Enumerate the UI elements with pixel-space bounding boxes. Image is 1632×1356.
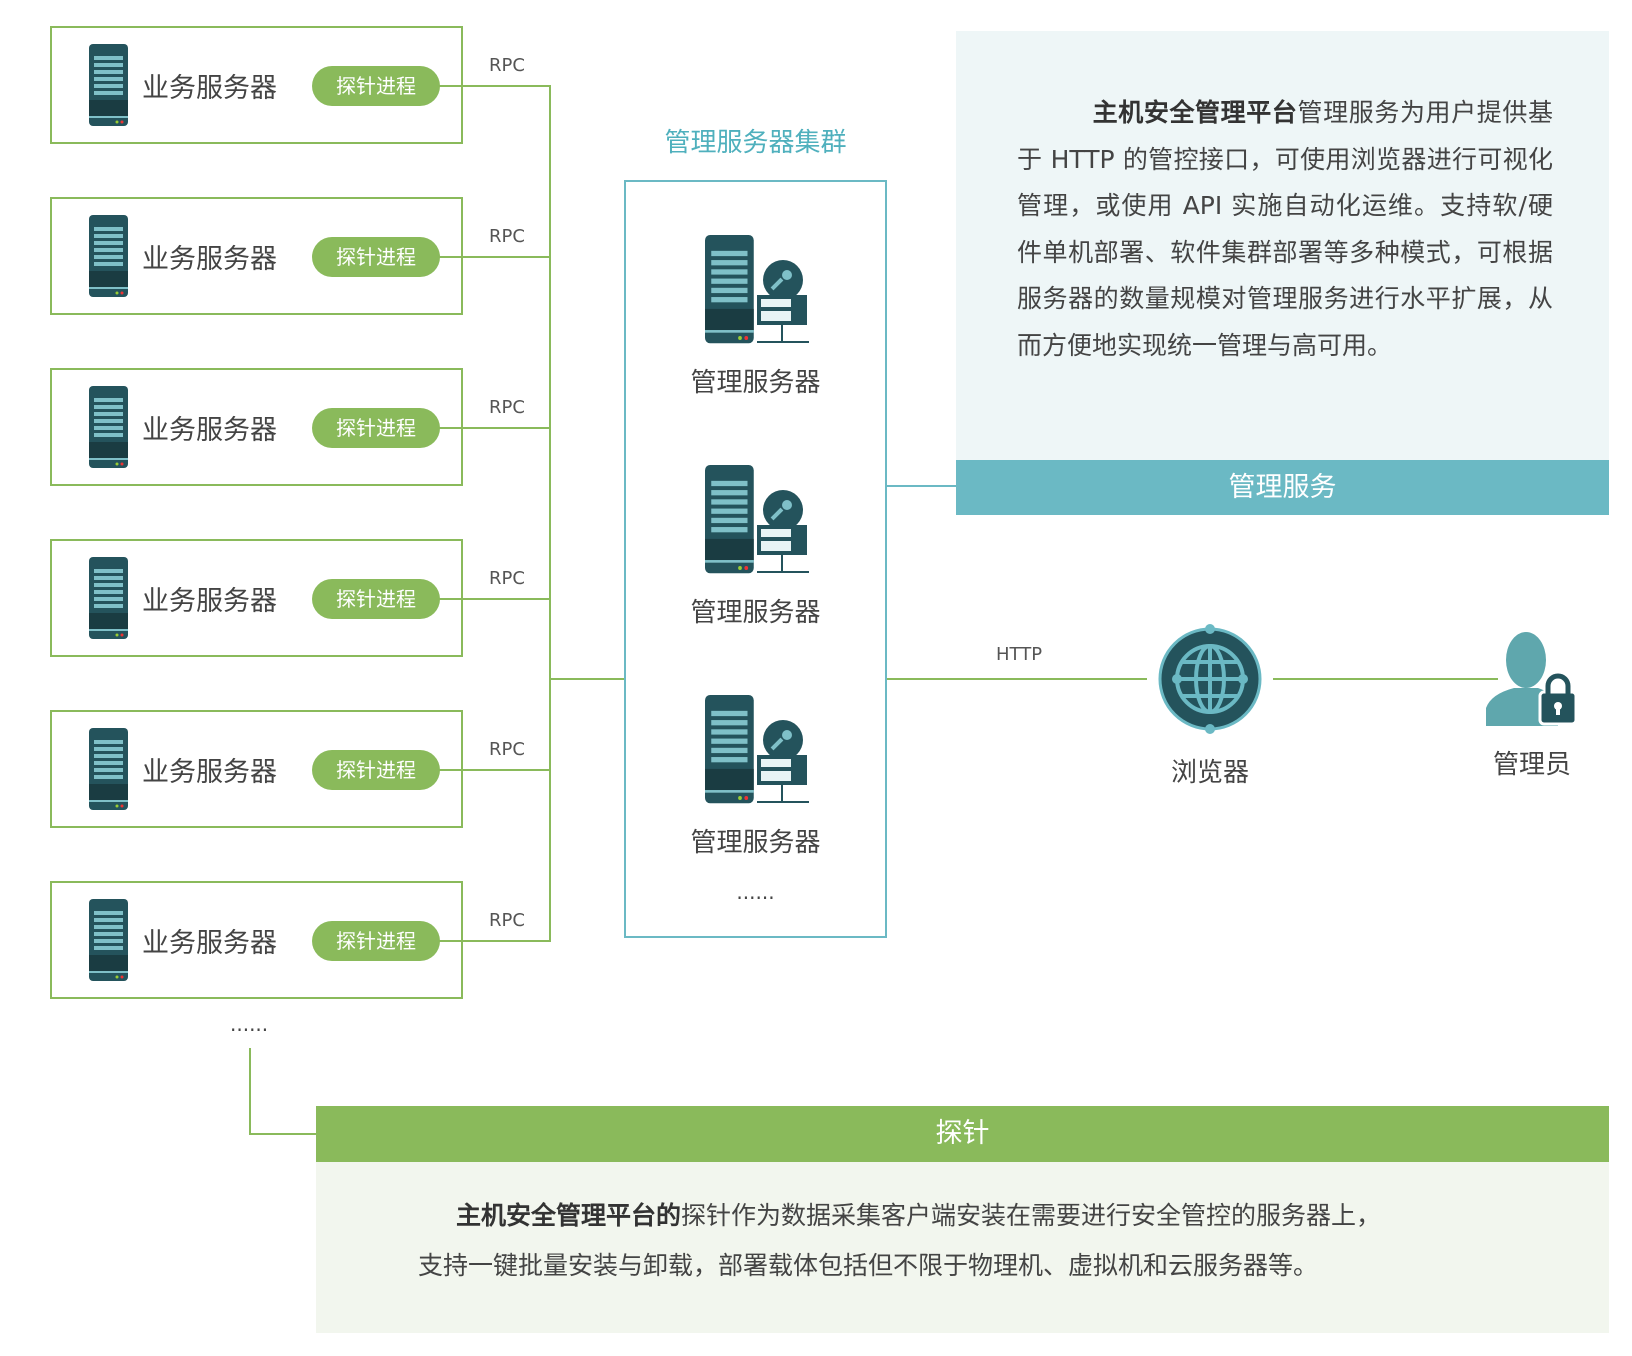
rpc-label: RPC — [489, 910, 525, 931]
administrator-icon — [1486, 632, 1578, 726]
server-icon — [89, 44, 128, 126]
business-server-label: 业务服务器 — [142, 586, 277, 617]
management-server-icon — [705, 465, 809, 574]
browser-globe-icon — [1158, 624, 1262, 734]
connector-line — [439, 427, 551, 429]
server-icon — [89, 728, 128, 810]
connector-line — [887, 485, 957, 487]
connector-line — [887, 678, 1147, 680]
probe-process-badge: 探针进程 — [312, 750, 440, 790]
probe-description-text: 探针作为数据采集客户端安装在需要进行安全管控的服务器上， — [681, 1201, 1382, 1230]
cluster-title: 管理服务器集群 — [664, 128, 847, 158]
probe-description-panel — [316, 1162, 1609, 1333]
business-server-label: 业务服务器 — [142, 757, 277, 788]
rpc-label: RPC — [489, 226, 525, 247]
management-server-icon — [705, 235, 809, 344]
probe-process-badge: 探针进程 — [312, 408, 440, 448]
business-server-label: 业务服务器 — [142, 244, 277, 275]
connector-line — [1273, 678, 1498, 680]
server-icon — [89, 557, 128, 639]
probe-process-badge: 探针进程 — [312, 579, 440, 619]
business-server-box: 业务服务器 探针进程 — [50, 368, 463, 486]
management-description-text: 管理服务为用户提供基于 HTTP 的管控接口，可使用浏览器进行可视化管理，或使用… — [1017, 98, 1553, 360]
rpc-label: RPC — [489, 397, 525, 418]
business-server-box: 业务服务器 探针进程 — [50, 710, 463, 828]
more-management-servers: ...... — [736, 880, 775, 904]
business-server-box: 业务服务器 探针进程 — [50, 26, 463, 144]
management-description-panel — [956, 31, 1609, 461]
rpc-label: RPC — [489, 55, 525, 76]
business-server-label: 业务服务器 — [142, 73, 277, 104]
business-server-box: 业务服务器 探针进程 — [50, 197, 463, 315]
connector-line — [439, 85, 551, 87]
probe-process-badge: 探针进程 — [312, 66, 440, 106]
probe-process-badge: 探针进程 — [312, 921, 440, 961]
rpc-label: RPC — [489, 739, 525, 760]
management-server-label: 管理服务器 — [690, 828, 821, 858]
http-label: HTTP — [996, 644, 1043, 665]
connector-line — [439, 940, 551, 942]
management-server-label: 管理服务器 — [690, 598, 821, 628]
business-server-box: 业务服务器 探针进程 — [50, 539, 463, 657]
cluster-box — [624, 180, 887, 938]
business-server-label: 业务服务器 — [142, 415, 277, 446]
server-icon — [89, 215, 128, 297]
rpc-label: RPC — [489, 568, 525, 589]
probe-process-badge: 探针进程 — [312, 237, 440, 277]
more-business-servers: ...... — [230, 1012, 269, 1036]
probe-description-line-2: 支持一键批量安装与卸载，部署载体包括但不限于物理机、虚拟机和云服务器等。 — [418, 1251, 1319, 1280]
management-server-icon — [705, 695, 809, 804]
probe-header: 探针 — [316, 1106, 1609, 1162]
connector-line — [439, 256, 551, 258]
browser-label: 浏览器 — [1170, 758, 1249, 788]
management-server-label: 管理服务器 — [690, 368, 821, 398]
probe-description-line-1: 主机安全管理平台的探针作为数据采集客户端安装在需要进行安全管控的服务器上， — [456, 1196, 1381, 1232]
connector-line — [249, 1048, 251, 1135]
business-server-label: 业务服务器 — [142, 928, 277, 959]
administrator-label: 管理员 — [1492, 750, 1571, 780]
connector-line — [549, 678, 625, 680]
management-description: 主机安全管理平台管理服务为用户提供基于 HTTP 的管控接口，可使用浏览器进行可… — [1017, 90, 1553, 369]
connector-line — [249, 1133, 317, 1135]
connector-line — [439, 598, 551, 600]
server-icon — [89, 386, 128, 468]
connector-line — [439, 769, 551, 771]
server-icon — [89, 899, 128, 981]
business-server-box: 业务服务器 探针进程 — [50, 881, 463, 999]
platform-name: 主机安全管理平台 — [1092, 98, 1298, 127]
platform-name: 主机安全管理平台的 — [456, 1201, 682, 1230]
management-service-header: 管理服务 — [956, 460, 1609, 515]
connector-bus — [549, 85, 551, 942]
